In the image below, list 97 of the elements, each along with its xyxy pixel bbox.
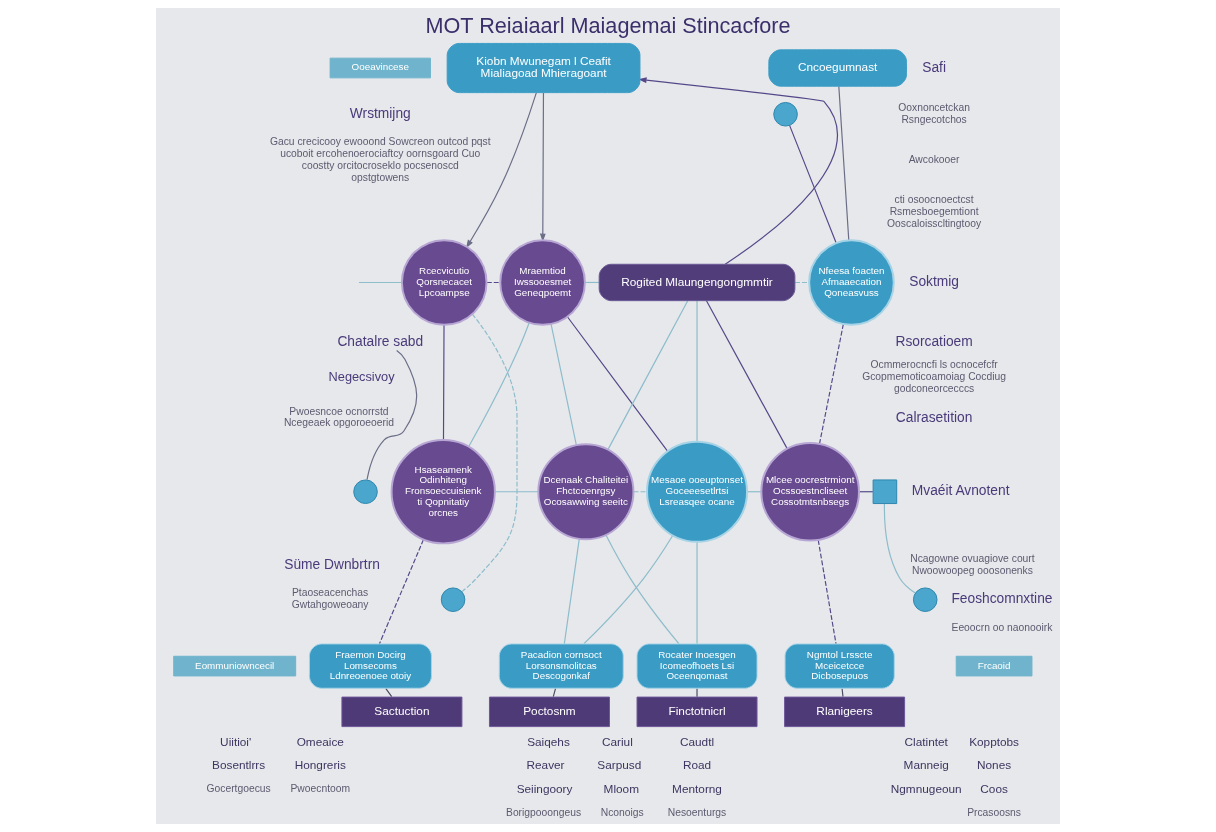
label: Cariul [601, 734, 633, 749]
label: Prcasoosns [967, 806, 1022, 818]
label: Süme Dwnbrtrn [284, 556, 380, 572]
label: Soktmig [909, 274, 959, 290]
node-box: Rogited Mlaungengongmmtir [598, 263, 796, 302]
node-circle: Mlcee oocrestrmiont Ocssoestncliseet Cossotmtsnbsegs [760, 441, 860, 542]
label: Ocmmerocncfi ls ocnocefcfr Gcopmemoticoamoiag Cocdiug godconeorcecccs [862, 359, 1007, 395]
node-box: Fraemon Docirg Lomsecoms Ldnreoenoee otoiy [308, 643, 432, 689]
label: Mentorng [672, 782, 722, 797]
node-box: Sactuction [341, 696, 463, 728]
label: Nones [977, 758, 1012, 773]
node-circle: Mraemtiod Iwssooesmet Geneqpoemt [499, 239, 586, 326]
label: Caudtl [679, 734, 715, 749]
label: Ooxnoncetckan Rsngecotchos [898, 101, 970, 125]
connector [794, 281, 810, 284]
label: Awcokooer [908, 153, 960, 165]
label: Gacu crecicooy ewooond Sowcreon outcod pqst ucoboit ercohenoerociaftcy oornsgoard Cuo coostty orcitocroseklo pocsenoscd opstgtowens [269, 136, 491, 183]
connector [633, 491, 648, 493]
label: Sarpusd [597, 758, 642, 773]
node-text: Chatalre sabd [337, 333, 424, 349]
node-box: Rocater Inoesgen Icomeofhoets Lsi Oceenqomast [636, 643, 758, 689]
label: Ncagowne ovuagiove court Nwoowoopeg ooosonenks [910, 552, 1035, 576]
node-box: Poctosnm [489, 696, 610, 728]
connector [696, 300, 698, 443]
connector [883, 503, 916, 594]
label: Kopptobs [969, 734, 1020, 749]
node-circle: Nfeesa foacten Afmaaecation Qoneasvuss [808, 239, 895, 326]
label: Ptaoseacenchas Gwtahgoweoany [291, 587, 369, 610]
node-circle [912, 587, 938, 612]
connector [550, 323, 577, 446]
label: Saiqehs [527, 734, 570, 749]
arrow [638, 77, 838, 265]
label: Pwoecntoom [290, 783, 351, 795]
connector [607, 300, 689, 451]
node-circle [440, 587, 466, 612]
node-box: Frcaoid [955, 655, 1033, 677]
label: Pwoesncoe ocnorrstd Ncegeaek opgoroeoerid [283, 405, 395, 429]
label: Wrstmijng [349, 105, 411, 121]
label: Eeoocrn oo naonooirk [951, 621, 1053, 633]
connector [838, 85, 850, 241]
connector [563, 538, 580, 645]
label: Hongreris [294, 758, 346, 773]
label: Mvaéit Avnotent [911, 483, 1010, 499]
connector [566, 316, 669, 452]
label: Rsorcatioem [895, 333, 973, 349]
connector [552, 687, 557, 698]
label: Feoshcomnxtine [951, 591, 1053, 607]
label: Omeaice [296, 734, 344, 749]
label: Coos [980, 782, 1008, 797]
node-box: Cncoegumnast [768, 49, 908, 87]
connector [818, 323, 844, 445]
connector [442, 324, 445, 441]
arrow [466, 92, 537, 249]
connector [385, 687, 393, 698]
label: Seiingoory [516, 782, 573, 797]
diagram-title: MOT Reiaiaarl Maiagemai Stincacfore [425, 13, 791, 39]
connector [358, 281, 403, 284]
connector [696, 687, 698, 698]
arrow [539, 92, 546, 242]
node-box: Rlanigeers [784, 696, 906, 728]
label: Clatintet [904, 734, 948, 749]
connector [696, 541, 698, 645]
node-circle [773, 101, 798, 127]
label: Road [682, 758, 712, 773]
label: Safi [922, 59, 946, 75]
label: Nconoigs [600, 806, 644, 818]
label: Calrasetition [895, 409, 973, 425]
label: Negecsivoy [328, 369, 395, 385]
label: Uiitioi' [220, 734, 252, 749]
label: Manneig [903, 758, 949, 773]
label: Mloom [603, 782, 639, 797]
connector [486, 281, 501, 284]
node-box: Pacadion cornsoct Lorsonsmolitcas Descogonkaf [498, 643, 624, 689]
connector [705, 300, 788, 449]
node-circle [353, 479, 378, 505]
label: Bosentlrrs [212, 758, 266, 773]
node-circle: Mesaoe ooeuptonset Goceeesetlrtsi Lsreasqee ocane [646, 440, 748, 543]
connector [789, 124, 837, 244]
connector [468, 322, 530, 447]
label: Ngmnugeoun [890, 782, 962, 797]
label: Borigpooongeus [506, 806, 582, 818]
node-box: Ngmtol Lrsscte Mceicetcce Dicbosepuos [784, 643, 895, 689]
node-circle: Hsaseamenk Odinhiteng Fronsoeccuisienk ti Qopnitatiy orcnes [390, 439, 496, 545]
node-box: Finctotnicrl [636, 696, 758, 728]
connector [583, 534, 674, 645]
connector [605, 534, 680, 645]
node-box: Eommuniowncecil [173, 655, 297, 677]
node-box: Kiobn Mwunegam l Ceafit Mialiagoad Mhieragoant [446, 42, 641, 94]
label: cti osoocnoectcst Rsmesboegemtiont Ooscaloisscltingtooy [887, 194, 982, 229]
connector [366, 349, 418, 481]
label: Gocertgoecus [206, 783, 271, 795]
node-circle: Dcenaak Chaliteitei Fhctcoenrgsy Ocosawwing seeitc [537, 443, 635, 541]
node-box: Ooeavincese [329, 57, 431, 79]
label: Reaver [526, 758, 565, 773]
node-box [872, 479, 898, 505]
label: Nesoenturgs [667, 806, 727, 818]
connector [461, 313, 518, 593]
